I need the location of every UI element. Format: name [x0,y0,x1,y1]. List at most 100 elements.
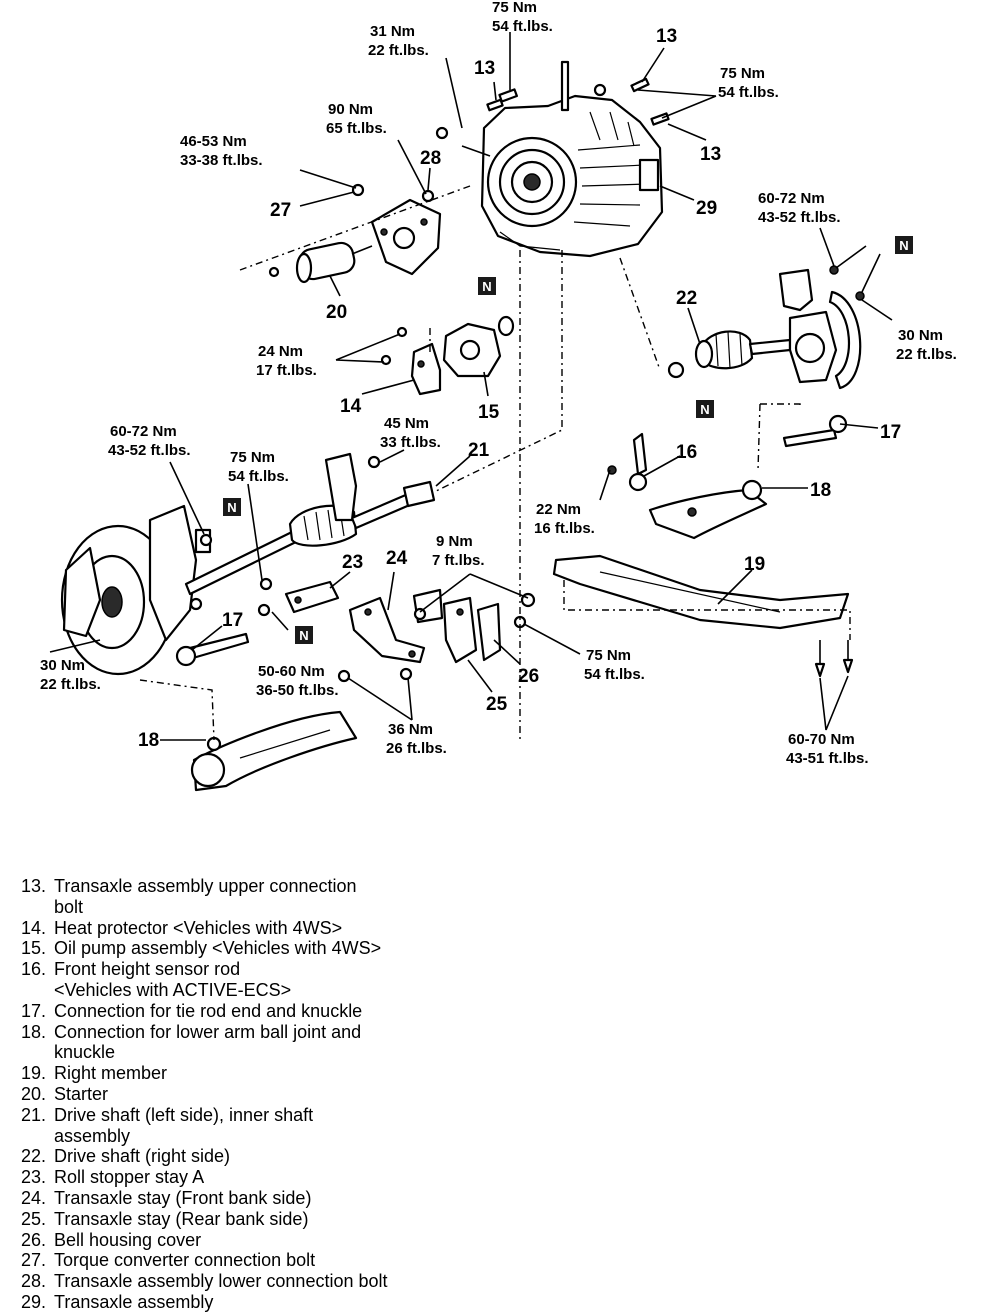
callout-20: 20 [326,302,347,323]
legend-number: 28. [20,1271,46,1292]
legend-text: Transaxle assembly upper connection bolt [54,876,357,917]
legend-number: 21. [20,1104,46,1125]
torque-label: 50-60 Nm 36-50 ft.lbs. [256,663,339,699]
torque-label: 75 Nm 54 ft.lbs. [492,0,553,35]
left-tie-rod-end [175,632,250,667]
n-marker-right-shaft: N [696,400,714,418]
legend-item: 14.Heat protector <Vehicles with 4WS> [6,918,566,939]
legend-number: 27. [20,1250,46,1271]
legend-text: Connection for lower arm ball joint and … [54,1021,362,1063]
legend-item: 23.Roll stopper stay A [6,1167,566,1188]
svg-text:46-53 Nm: 46-53 Nm [180,133,247,150]
legend-item: 26.Bell housing cover [6,1230,566,1251]
legend-item: 15.Oil pump assembly <Vehicles with 4WS> [6,938,566,959]
n-marker-left-stay: N [295,626,313,644]
right-tie-rod-end [782,414,848,448]
legend-item: 29. Transaxle assembly [6,1292,566,1313]
front-height-sensor-rod [607,432,648,492]
svg-text:31 Nm: 31 Nm [370,23,415,40]
callout-26: 26 [518,666,539,687]
torque-label: 46-53 Nm 33-38 ft.lbs. [180,133,263,169]
svg-text:54 ft.lbs.: 54 ft.lbs. [228,468,289,485]
svg-text:22 ft.lbs.: 22 ft.lbs. [896,346,957,363]
callout-24: 24 [386,548,408,569]
legend-item: 19. Right member [6,1063,566,1084]
legend-number: 23. [20,1167,46,1188]
legend-number: 19. [20,1063,46,1084]
legend-text: Transaxle stay (Rear bank side) [54,1208,309,1229]
svg-text:60-72 Nm: 60-72 Nm [110,423,177,440]
svg-text:54 ft.lbs.: 54 ft.lbs. [492,18,553,35]
parts-legend: 13. Transaxle assembly upper connection b… [6,876,566,1313]
svg-text:24 Nm: 24 Nm [258,343,303,360]
callout-14: 14 [340,396,362,417]
svg-text:36-50 ft.lbs.: 36-50 ft.lbs. [256,682,339,699]
svg-text:N: N [700,402,709,417]
legend-item: 22.Drive shaft (right side) [6,1146,566,1167]
svg-text:90 Nm: 90 Nm [328,101,373,118]
svg-text:N: N [899,238,908,253]
callout-15: 15 [478,402,500,423]
callout-18-left: 18 [138,730,159,751]
legend-number: 29. [20,1291,46,1312]
callout-17-right: 17 [880,422,901,443]
legend-number: 14. [20,917,46,938]
svg-text:75 Nm: 75 Nm [492,0,537,16]
leader-lines [49,32,893,741]
torque-label: 75 Nm 54 ft.lbs. [228,449,289,485]
legend-item: 20.Starter [6,1084,566,1105]
callout-18-right: 18 [810,480,831,501]
legend-text: Transaxle stay (Front bank side) [54,1187,312,1208]
transaxle-assembly [480,94,664,258]
legend-text: Drive shaft (left side), inner shaft ass… [54,1104,314,1146]
svg-text:33 ft.lbs.: 33 ft.lbs. [380,434,441,451]
callout-19: 19 [744,554,765,575]
legend-text: Transaxle assembly [54,1291,214,1312]
roll-stopper-stay-a [284,580,340,614]
bolts [189,60,670,683]
legend-number: 22. [20,1146,46,1167]
legend-text: Torque converter connection bolt [54,1250,316,1271]
bell-housing-cover [476,602,502,662]
callout-23: 23 [342,552,363,573]
callout-21: 21 [468,440,490,461]
callout-28: 28 [420,148,441,169]
svg-text:45 Nm: 45 Nm [384,415,429,432]
legend-number: 25. [20,1208,46,1229]
callout-16: 16 [676,442,697,463]
legend-item: 18.Connection for lower arm ball joint a… [6,1022,566,1064]
svg-text:50-60 Nm: 50-60 Nm [258,663,325,680]
callout-13-right: 13 [700,144,721,165]
svg-text:33-38 ft.lbs.: 33-38 ft.lbs. [180,152,263,169]
svg-text:75 Nm: 75 Nm [230,449,275,466]
legend-item: 28.Transaxle assembly lower connection b… [6,1271,566,1292]
legend-item: 13. Transaxle assembly upper connection b… [6,876,566,918]
callout-22: 22 [676,288,697,309]
svg-text:22 ft.lbs.: 22 ft.lbs. [40,676,101,693]
callout-27: 27 [270,200,291,221]
legend-item: 16.Front height sensor rod <Vehicles wit… [6,959,566,1001]
guide-lines [139,185,851,741]
legend-text: Right member [54,1063,168,1084]
right-drive-shaft [667,330,792,379]
legend-number: 15. [20,938,46,959]
oil-pump-assembly [442,315,515,378]
callout-13-upper-right: 13 [656,26,677,47]
svg-text:75 Nm: 75 Nm [720,65,765,82]
legend-number: 13. [20,876,46,896]
n-marker-right-top: N [895,236,913,254]
left-lower-arm [190,710,358,792]
legend-item: 24.Transaxle stay (Front bank side) [6,1188,566,1209]
left-brake-disc-hub [60,504,212,676]
legend-item: 17.Connection for tie rod end and knuckl… [6,1001,566,1022]
svg-text:22 Nm: 22 Nm [536,501,581,518]
svg-text:22 ft.lbs.: 22 ft.lbs. [368,42,429,59]
svg-text:26 ft.lbs.: 26 ft.lbs. [386,740,447,757]
